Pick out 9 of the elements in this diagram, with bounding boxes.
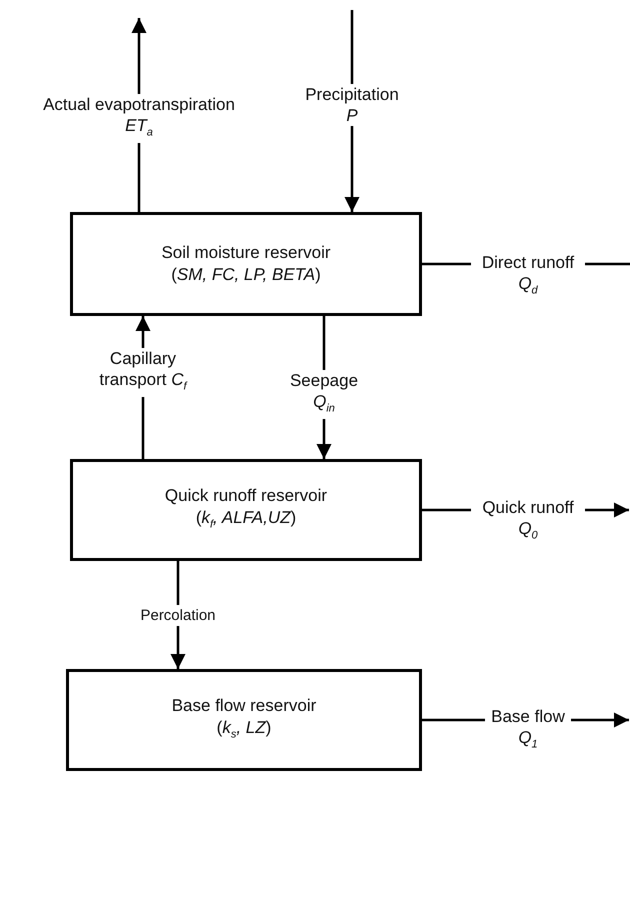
reservoir-name: Base flow reservoir [172, 694, 316, 717]
parameter-list: (k$_{f}$, ALFA,UZ) [196, 506, 296, 536]
parameter-list: (SM, FC, LP, BETA) [171, 264, 321, 286]
parameter-list: (k$_{s}$, LZ) [216, 716, 272, 746]
reservoir-box [70, 459, 422, 561]
reservoir-name: Soil moisture reservoir [161, 242, 331, 264]
reservoir-name: Quick runoff reservoir [164, 484, 328, 507]
reservoir-box [70, 212, 422, 316]
reservoir-box [66, 669, 422, 771]
